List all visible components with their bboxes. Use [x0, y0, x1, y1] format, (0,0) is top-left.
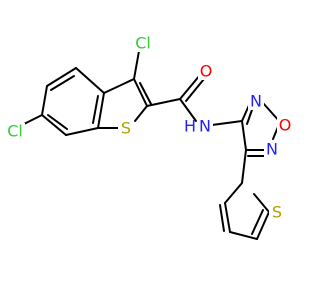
benzothiophene-thiophene-ring [97, 78, 152, 129]
thiophene-ring [219, 149, 270, 240]
nitrogen-label-oxadiazole-top: N [250, 92, 262, 111]
amide-group [146, 74, 243, 126]
nitrogen-label-oxadiazole-bottom: N [266, 140, 278, 159]
nitrogen-label-amide: N [199, 117, 211, 136]
hydrogen-label-amide: H [184, 117, 196, 136]
chlorine-label-left: Cl [7, 122, 23, 141]
sulfur-label-thiophene: S [272, 203, 282, 222]
molecule-structure: Cl Cl S O N H N O N S [3, 33, 293, 240]
benzene-ring [41, 67, 105, 136]
oxygen-label-oxadiazole: O [279, 116, 292, 135]
chlorine-bonds [23, 50, 140, 125]
oxygen-label-carbonyl: O [200, 62, 213, 81]
sulfur-label-benzothiophene: S [121, 119, 131, 138]
atom-labels: Cl Cl S O N H N O N S [3, 34, 293, 222]
chlorine-label-upper: Cl [135, 34, 151, 53]
